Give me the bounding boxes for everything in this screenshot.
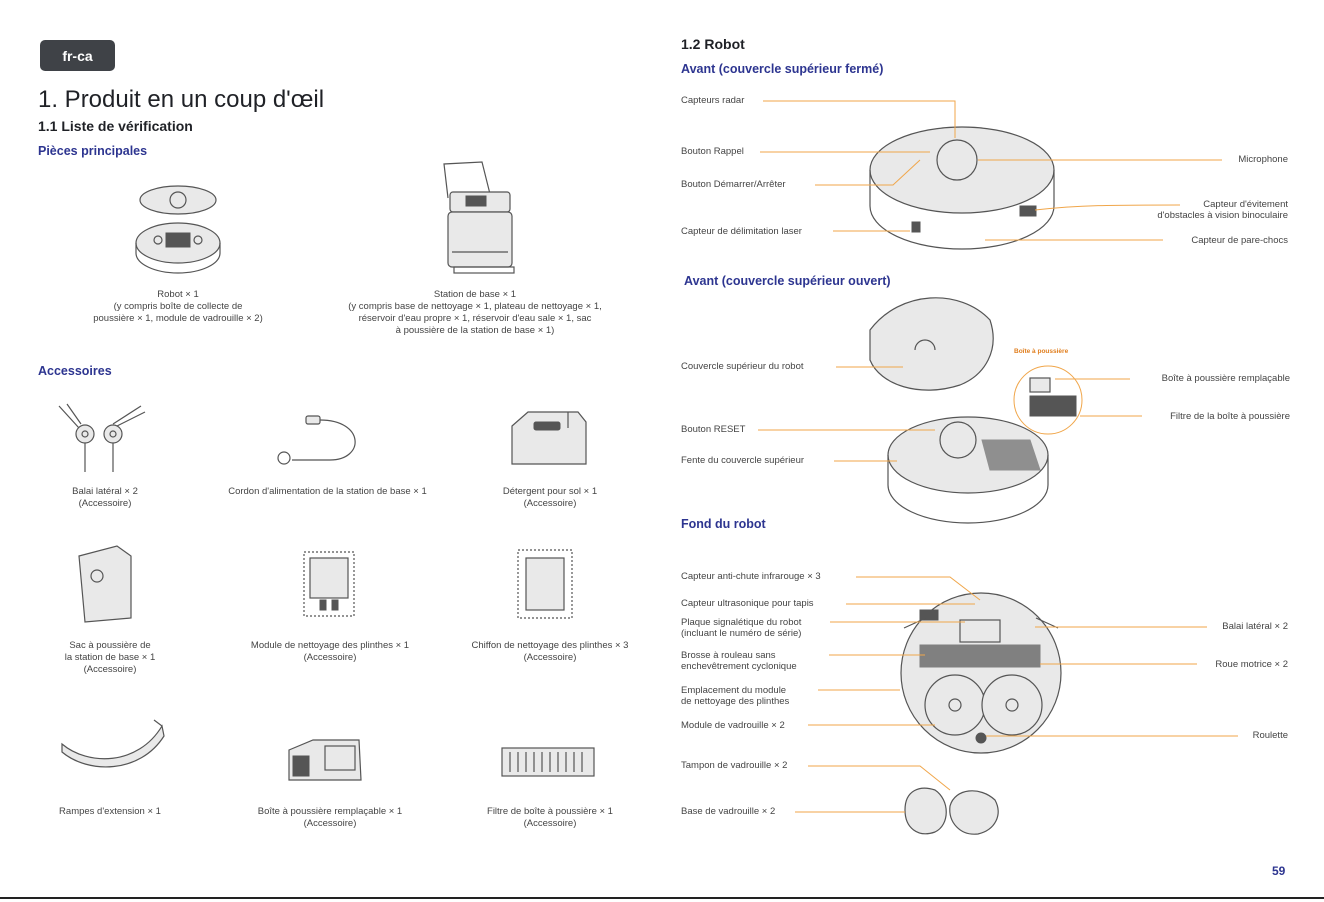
label-nameplate: Plaque signalétique du robot (incluant l… <box>681 617 802 639</box>
label-mop-base: Base de vadrouille × 2 <box>681 806 776 817</box>
section-robot: 1.2 Robot <box>681 36 745 52</box>
label-bumper-sensor: Capteur de pare-chocs <box>1191 235 1288 246</box>
dust-bag-illustration <box>78 545 132 623</box>
accessory-caption-baseboard-cloth: Chiffon de nettoyage des plinthes × 3 (A… <box>471 640 629 663</box>
accessory-caption-dust-bag: Sac à poussière de la station de base × … <box>64 640 156 675</box>
accessory-caption-power-cord: Cordon d'alimentation de la station de b… <box>228 486 427 497</box>
baseboard-cloth-illustration <box>517 549 573 619</box>
dust-box-illustration <box>288 739 362 781</box>
label-mop-pad: Tampon de vadrouille × 2 <box>681 760 788 771</box>
label-microphone: Microphone <box>1238 154 1288 165</box>
accessory-caption-detergent: Détergent pour sol × 1 (Accessoire) <box>502 486 598 509</box>
base-station-illustration <box>443 161 515 274</box>
main-part-caption-robot: Robot × 1 (y compris boîte de collecte d… <box>93 289 263 324</box>
label-binocular-sensor: Capteur d'évitement d'obstacles à vision… <box>1157 199 1288 221</box>
front-open-heading: Avant (couvercle supérieur ouvert) <box>684 274 891 288</box>
label-laser-sensor: Capteur de délimitation laser <box>681 226 802 237</box>
label-replaceable-dustbox: Boîte à poussière remplaçable <box>1161 373 1290 384</box>
page-bottom-border <box>0 897 1324 899</box>
language-badge: fr-ca <box>40 40 115 71</box>
side-brush-illustration <box>58 403 146 472</box>
robot-illustration <box>135 185 221 274</box>
label-side-brush: Balai latéral × 2 <box>1222 621 1288 632</box>
main-part-caption-station: Station de base × 1 (y compris base de n… <box>348 289 602 336</box>
label-module-slot: Emplacement du module de nettoyage des p… <box>681 685 790 707</box>
extension-ramp-illustration <box>61 719 165 768</box>
accessories-heading: Accessoires <box>38 364 112 378</box>
label-reset-button: Bouton RESET <box>681 424 746 435</box>
bottom-heading: Fond du robot <box>681 517 766 531</box>
label-start-stop-button: Bouton Démarrer/Arrêter <box>681 179 786 190</box>
label-cliff-sensor: Capteur anti-chute infrarouge × 3 <box>681 571 821 582</box>
dust-box-filter-illustration <box>501 747 595 777</box>
robot-cover-open <box>869 297 994 391</box>
label-drive-wheel: Roue motrice × 2 <box>1215 659 1288 670</box>
front-closed-heading: Avant (couvercle supérieur fermé) <box>681 62 884 76</box>
accessory-caption-baseboard-module: Module de nettoyage des plinthes × 1 (Ac… <box>250 640 410 663</box>
label-dustbox-tag: Boîte à poussière <box>1014 348 1069 355</box>
accessory-caption-ramp: Rampes d'extension × 1 <box>59 806 161 817</box>
accessory-caption-side-brush: Balai latéral × 2 (Accessoire) <box>72 486 138 509</box>
accessory-caption-filter: Filtre de boîte à poussière × 1 (Accesso… <box>487 806 613 829</box>
label-ultrasonic-sensor: Capteur ultrasonique pour tapis <box>681 598 814 609</box>
main-parts-heading: Pièces principales <box>38 144 148 158</box>
label-cover-slot: Fente du couvercle supérieur <box>681 455 805 466</box>
page-title: 1. Produit en un coup d'œil <box>38 86 325 113</box>
label-dustbox-filter: Filtre de la boîte à poussière <box>1170 411 1290 422</box>
baseboard-module-illustration <box>303 551 355 617</box>
power-cord-illustration <box>277 415 356 465</box>
label-radar-sensors: Capteurs radar <box>681 95 745 106</box>
label-recall-button: Bouton Rappel <box>681 146 744 157</box>
section-checklist: 1.1 Liste de vérification <box>38 118 193 134</box>
label-roller-brush: Brosse à rouleau sans enchevêtrement cyc… <box>681 650 797 672</box>
label-top-cover: Couvercle supérieur du robot <box>681 361 804 372</box>
accessory-caption-dust-box: Boîte à poussière remplaçable × 1 (Acces… <box>257 806 403 829</box>
floor-detergent-illustration <box>511 411 587 465</box>
label-mop-module: Module de vadrouille × 2 <box>681 720 785 731</box>
label-caster: Roulette <box>1252 730 1288 741</box>
page-number: 59 <box>1272 864 1286 878</box>
